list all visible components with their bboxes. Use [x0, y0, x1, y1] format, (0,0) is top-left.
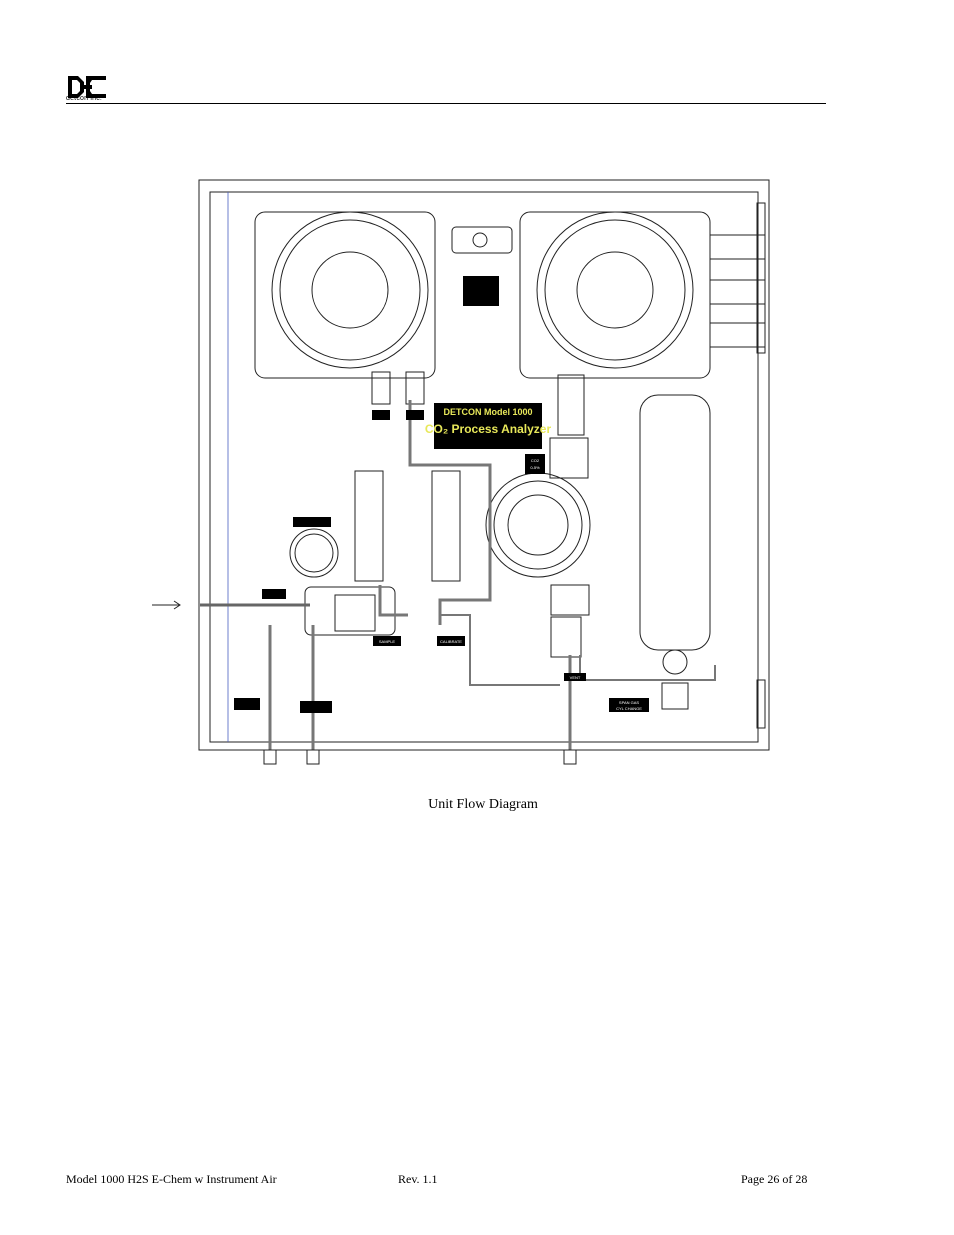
label-calibrate: CALIBRATE: [440, 639, 462, 644]
panel-title-line1: DETCON Model 1000: [443, 407, 532, 417]
sensor-label-line1: CO2: [531, 458, 540, 463]
footer-revision: Rev. 1.1: [398, 1172, 438, 1186]
header-rule: [66, 103, 826, 104]
panel-title-line2: CO₂ Process Analyzer: [425, 422, 552, 436]
label-vent: VENT: [570, 675, 581, 680]
unit-flow-diagram: DETCON Model 1000 CO₂ Process Analyzer C…: [152, 179, 770, 765]
detcon-logo: [68, 76, 106, 98]
sensor-label-line2: 0-5%: [530, 465, 540, 470]
label-cyl-change: CYL CHANGE: [616, 706, 642, 711]
footer-document-title: Model 1000 H2S E-Chem w Instrument Air: [66, 1172, 277, 1186]
figure-caption: Unit Flow Diagram: [428, 797, 538, 812]
footer-page-number: Page 26 of 28: [741, 1172, 808, 1186]
label-span-gas: SPAN GAS: [619, 700, 639, 705]
logo-text: detcon inc.: [66, 95, 103, 102]
label-sample: SAMPLE: [379, 639, 396, 644]
